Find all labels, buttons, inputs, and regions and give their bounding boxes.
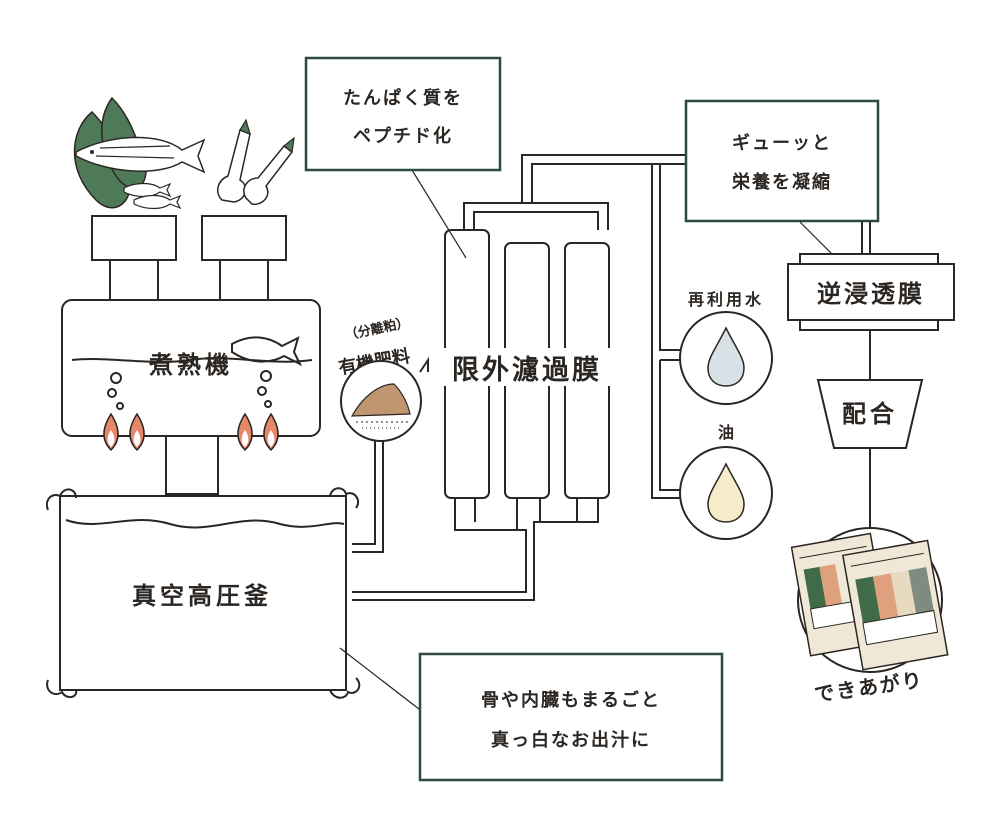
pressure-cooker-label: 真空高圧釜 — [132, 582, 272, 610]
blending-label: 配合 — [842, 400, 898, 428]
ultrafiltration-membrane: 限外濾過膜 — [440, 229, 616, 499]
boiler: 煮熟機 — [61, 215, 321, 495]
callout-concentrate-line1: ギューッと — [732, 133, 832, 154]
fish-icon — [75, 136, 206, 174]
fertilizer-pile-icon — [350, 383, 411, 417]
recycled-water: 再利用水 — [679, 290, 773, 405]
ingredients — [73, 96, 295, 210]
pipes — [352, 154, 871, 601]
flame-icon — [103, 412, 279, 452]
finished-label: できあがり — [813, 668, 925, 707]
callout-peptide-line1: たんぱく質を — [343, 87, 463, 109]
fertilizer: （分離粕） 有機肥料 — [337, 315, 429, 442]
ultrafiltration-label: 限外濾過膜 — [452, 355, 602, 386]
recycled-water-label: 再利用水 — [688, 290, 764, 309]
pressure-cooker: 真空高圧釜 — [46, 487, 361, 699]
callout-peptide-line2: ペプチド化 — [353, 125, 453, 147]
blending: 配合 — [816, 379, 924, 449]
oil-label: 油 — [718, 423, 734, 442]
callout-peptide: たんぱく質を ペプチド化 — [304, 56, 502, 259]
callout-concentrate-line2: 栄養を凝縮 — [731, 171, 832, 193]
reverse-osmosis-label: 逆浸透膜 — [817, 280, 925, 308]
oil: 油 — [679, 423, 773, 540]
oil-drop-icon — [707, 462, 745, 523]
finished-product: できあがり — [790, 527, 949, 707]
water-drop-icon — [707, 326, 745, 387]
boiler-label: 煮熟機 — [148, 351, 233, 379]
callout-broth-line2: 真っ白なお出汁に — [491, 729, 651, 751]
callout-broth-line1: 骨や内臓もまるごと — [481, 689, 661, 711]
fertilizer-sub-label: （分離粕） — [344, 315, 411, 344]
callout-concentrate: ギューッと 栄養を凝縮 — [684, 99, 880, 263]
callout-broth: 骨や内臓もまるごと 真っ白なお出汁に — [339, 647, 724, 782]
reverse-osmosis: 逆浸透膜 — [787, 253, 955, 331]
